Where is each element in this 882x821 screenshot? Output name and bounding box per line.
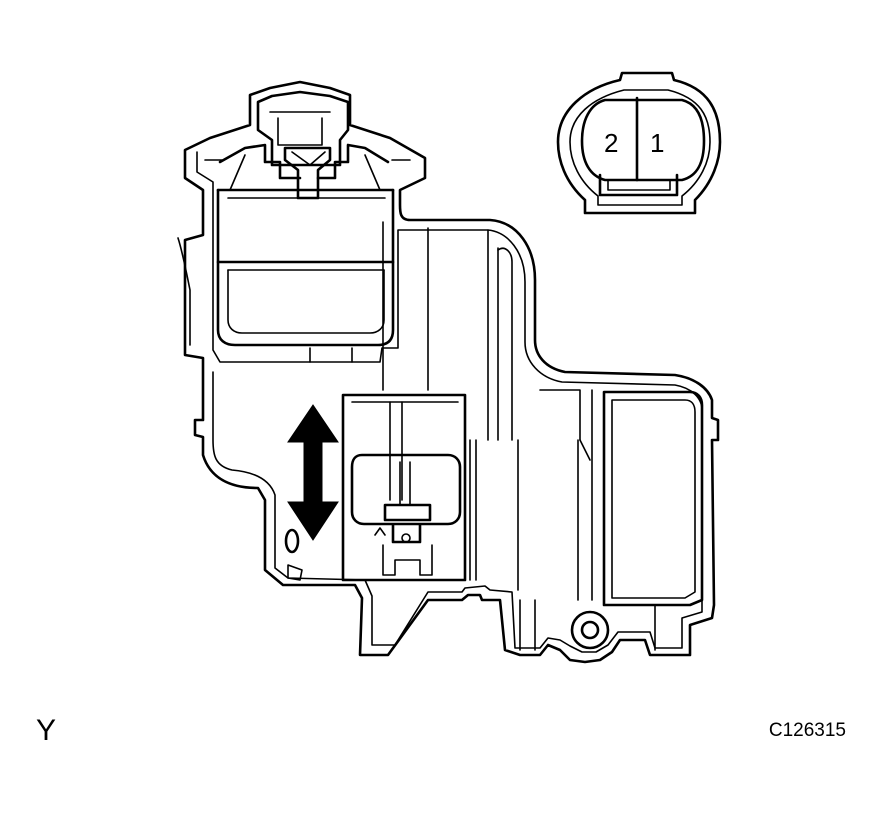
level-sensor-housing bbox=[341, 393, 477, 582]
connector-face: 2 1 bbox=[556, 71, 722, 215]
lower-tab bbox=[287, 564, 303, 581]
figure-id: C126315 bbox=[768, 720, 846, 741]
right-chamber bbox=[517, 389, 704, 607]
filler-cap bbox=[204, 90, 411, 200]
double-vertical-arrow-icon bbox=[287, 404, 339, 541]
reservoir-body bbox=[183, 80, 720, 664]
drain-hole bbox=[284, 528, 300, 554]
left-rib bbox=[177, 237, 191, 346]
pin-2-label: 2 bbox=[604, 128, 618, 158]
view-label: Y bbox=[36, 714, 57, 747]
pin-1-label: 1 bbox=[650, 128, 664, 158]
upper-chamber bbox=[216, 188, 395, 347]
mounting-hole bbox=[519, 599, 656, 651]
center-tubes bbox=[309, 221, 513, 441]
